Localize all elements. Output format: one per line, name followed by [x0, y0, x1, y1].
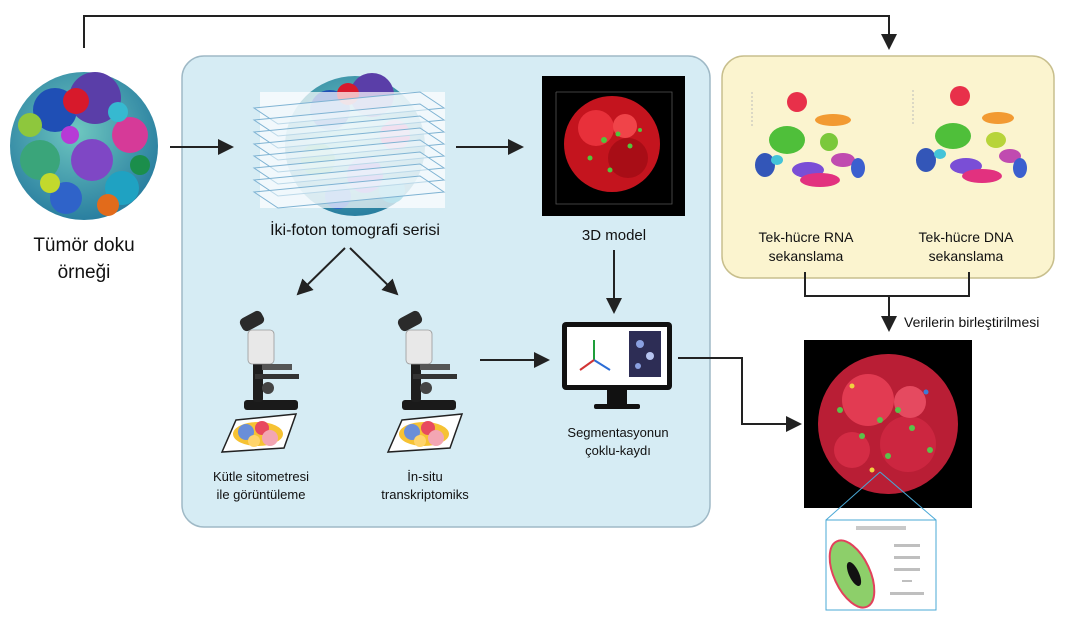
zoom-line: [825, 471, 881, 521]
tumor-sample-label-line1: Tümör doku: [33, 235, 135, 256]
scdna-label-line2: sekanslama: [928, 248, 1004, 264]
integrated-cell-map-icon: [804, 340, 972, 508]
data-integration-label: Verilerin birleştirilmesi: [904, 314, 1040, 330]
insitu-label-line1: İn-situ: [407, 469, 443, 484]
arrow-tumor-to-sequencing: [83, 15, 897, 50]
computer-monitor-icon: [562, 322, 672, 409]
tomography-stack-icon: [252, 73, 446, 216]
tumor-sample-icon: [10, 72, 158, 220]
arrow-tomography-to-insitu: [349, 247, 399, 296]
mass-cytometry-label-line1: Kütle sitometresi: [212, 469, 310, 484]
tumor-sample-label-line2: örneği: [57, 262, 111, 283]
microscope-icon: [239, 310, 299, 410]
sequencing-panel: [721, 55, 1055, 279]
arrow-sequencing-to-integration: [804, 272, 970, 297]
cell-detail-icon: [825, 519, 937, 611]
scrna-label-line1: Tek-hücre RNA: [758, 229, 854, 245]
tissue-slide-icon: [386, 413, 464, 453]
mass-cytometry-label-line2: ile görüntüleme: [216, 487, 306, 502]
segmentation-label: Segmentasyonun çoklu-kaydı: [540, 424, 696, 460]
3d-model-icon: [542, 76, 685, 216]
arrow-computer-to-integration: [678, 357, 802, 432]
mass-cytometry-label: Kütle sitometresi ile görüntüleme: [186, 468, 336, 504]
insitu-label: İn-situ transkriptomiks: [350, 468, 500, 504]
segmentation-label-line1: Segmentasyonun: [567, 425, 669, 440]
tumor-sample-label: Tümör doku örneği: [6, 232, 162, 286]
scdna-label: Tek-hücre DNA sekanslama: [886, 228, 1046, 266]
scrna-label-line2: sekanslama: [768, 248, 844, 264]
zoom-line: [879, 471, 937, 521]
arrow-tomography-to-mass: [296, 247, 346, 296]
microscope-icon: [397, 310, 457, 410]
scrna-label: Tek-hücre RNA sekanslama: [726, 228, 886, 266]
scatter-cluster-icon: [751, 92, 865, 187]
two-photon-label: İki-foton tomografi serisi: [270, 222, 440, 239]
scdna-label-line1: Tek-hücre DNA: [918, 229, 1014, 245]
3d-model-label: 3D model: [581, 227, 647, 244]
tissue-slide-icon: [220, 413, 298, 453]
segmentation-label-line2: çoklu-kaydı: [585, 443, 651, 458]
scatter-cluster-icon: [912, 86, 1027, 183]
insitu-label-line2: transkriptomiks: [381, 487, 469, 502]
